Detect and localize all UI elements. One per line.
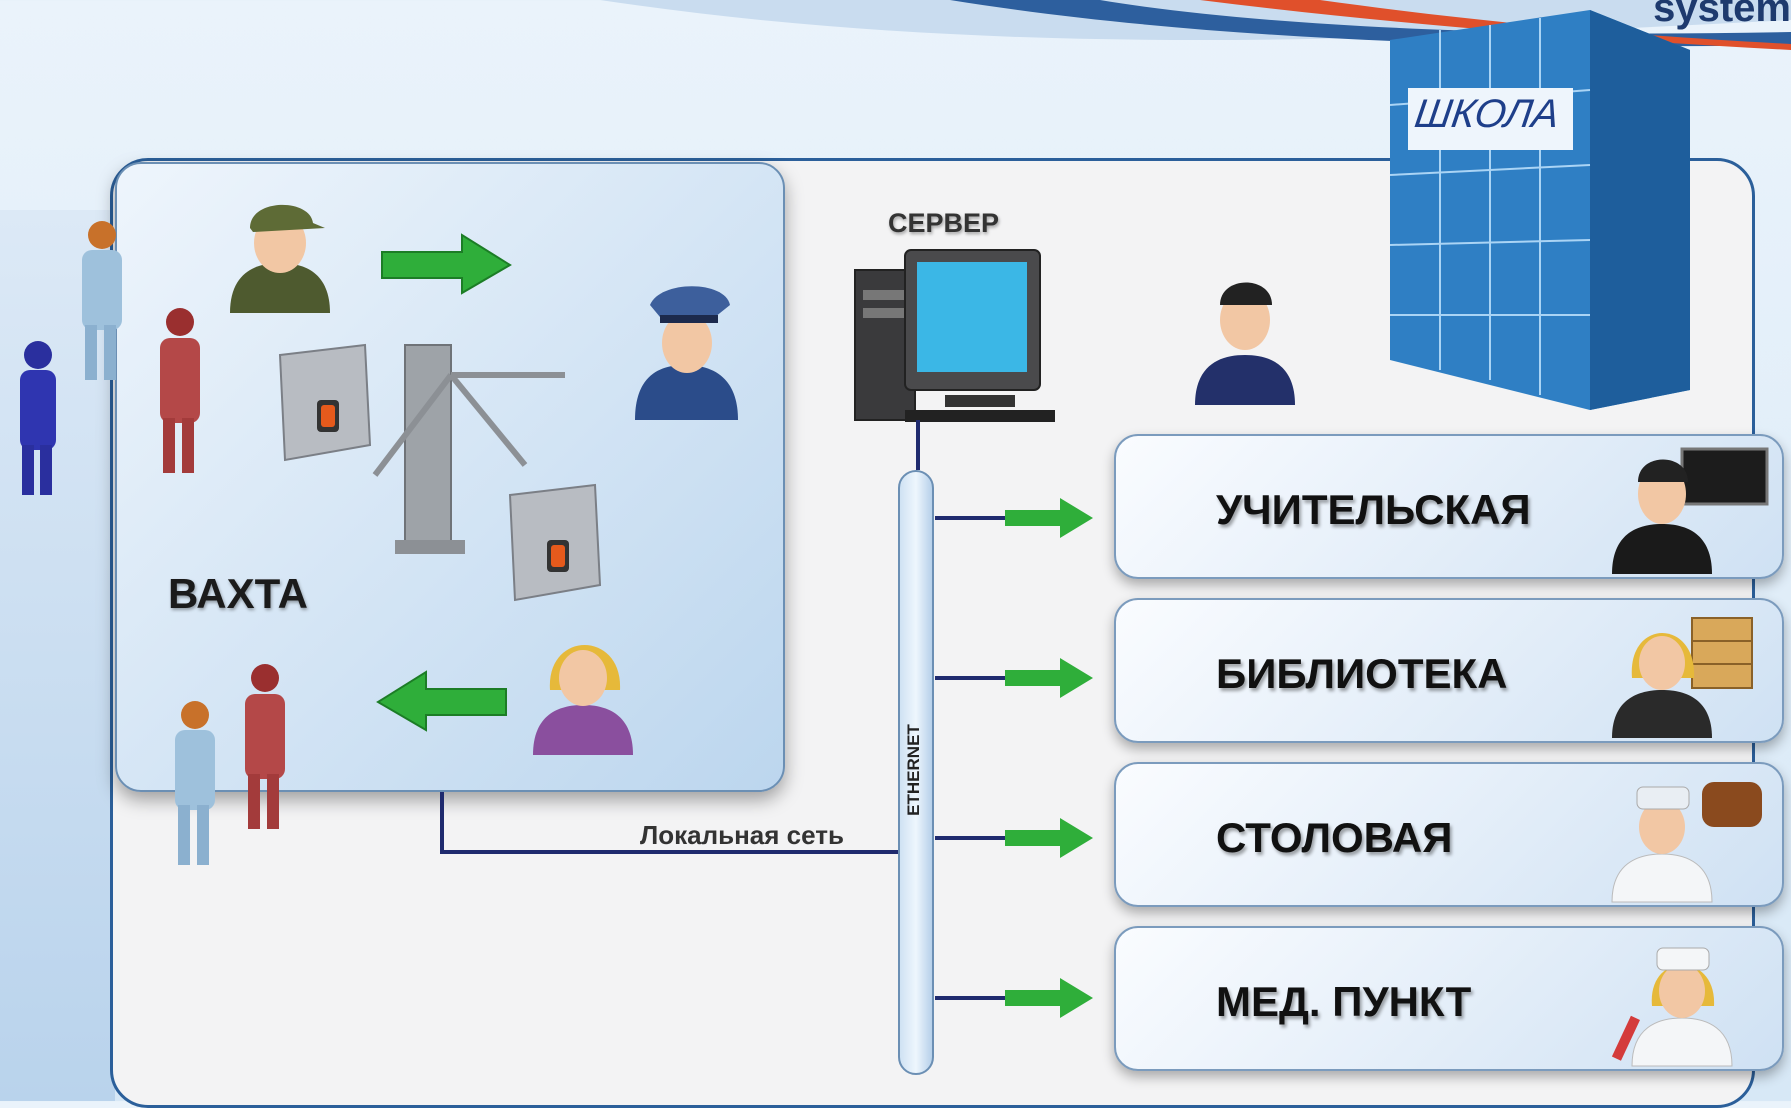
room-arrow-icon <box>1005 978 1093 1018</box>
room-arrow-icon <box>1005 498 1093 538</box>
cook-icon <box>1611 782 1762 903</box>
administrator-icon <box>1195 282 1295 405</box>
corner-text: system <box>1653 0 1791 30</box>
room-canteen: СТОЛОВАЯ <box>1114 762 1784 907</box>
server-computer-icon <box>854 249 1055 422</box>
fingerprint-reader-icon <box>508 483 602 602</box>
checkpoint-label: ВАХТА <box>168 570 308 617</box>
room-library: БИБЛИОТЕКА <box>1114 598 1784 743</box>
room-arrow-icon <box>1005 818 1093 858</box>
exiting-visitors-icon <box>175 664 285 865</box>
room-teachers: УЧИТЕЛЬСКАЯ <box>1114 434 1784 579</box>
librarian-icon <box>1612 617 1753 738</box>
room-label: СТОЛОВАЯ <box>1216 814 1453 861</box>
server-label: СЕРВЕР <box>888 208 1000 238</box>
exit-arrow-icon <box>376 670 507 732</box>
person-red-icon <box>160 308 200 473</box>
school-building-icon <box>1389 10 1690 410</box>
person-blue-icon <box>20 341 56 495</box>
turnstile-icon <box>372 344 565 554</box>
guard-icon <box>635 286 738 420</box>
woman-icon <box>533 645 633 755</box>
fingerprint-reader-icon <box>278 343 372 462</box>
room-label: МЕД. ПУНКТ <box>1216 978 1472 1025</box>
ethernet-label: ETHERNET <box>903 724 923 816</box>
room-medical: МЕД. ПУНКТ <box>1114 926 1784 1071</box>
local-network-label: Локальная сеть <box>640 820 844 850</box>
room-label: УЧИТЕЛЬСКАЯ <box>1216 486 1531 533</box>
teacher-icon <box>1612 447 1769 574</box>
nurse-icon <box>1611 947 1733 1067</box>
room-label: БИБЛИОТЕКА <box>1216 650 1508 697</box>
ethernet-bus <box>898 470 934 1075</box>
soldier-icon <box>230 204 330 313</box>
room-arrow-icon <box>1005 658 1093 698</box>
visitors-group-icon <box>20 221 200 495</box>
entry-arrow-icon <box>381 233 512 295</box>
person-lightblue-icon <box>82 221 122 380</box>
